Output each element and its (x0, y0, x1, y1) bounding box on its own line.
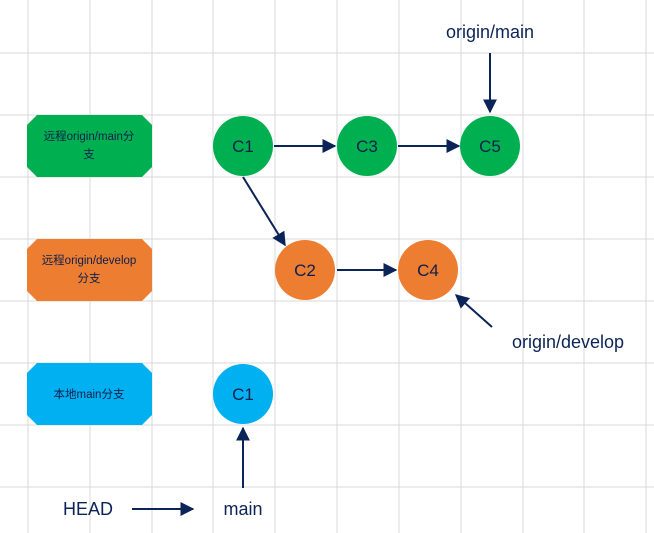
commit-node-remote-develop-c4: C4 (398, 240, 458, 300)
branch-box-remote-main: 远程origin/main分 支 (27, 115, 152, 177)
commit-label: C3 (356, 137, 378, 156)
branch-box-local-main: 本地main分支 (27, 363, 152, 425)
local-main-pointer-label: main (223, 499, 262, 519)
branch-box-remote-develop: 远程origin/develop 分支 (27, 239, 152, 301)
commit-node-remote-main-c5: C5 (460, 116, 520, 176)
commit-label: C1 (232, 137, 254, 156)
commit-node-remote-main-c1: C1 (213, 116, 273, 176)
arrow-c1-to-c2 (242, 176, 286, 247)
commit-node-remote-main-c3: C3 (337, 116, 397, 176)
commit-node-local-main-c1: C1 (213, 364, 273, 424)
branch-box-remote-develop-line2: 分支 (78, 272, 101, 285)
branch-box-remote-main-line1: 远程origin/main分 (44, 130, 135, 143)
branch-box-remote-main-line2: 支 (83, 148, 95, 161)
commit-label: C4 (417, 261, 439, 280)
origin-main-label: origin/main (446, 22, 534, 42)
commit-label: C1 (232, 385, 254, 404)
commit-label: C2 (294, 261, 316, 280)
head-label: HEAD (63, 499, 113, 519)
branch-box-remote-develop-line1: 远程origin/develop (42, 254, 137, 267)
branch-box-local-main-line1: 本地main分支 (54, 387, 125, 401)
commit-node-remote-develop-c2: C2 (275, 240, 335, 300)
arrow-origin-develop-to-c4 (454, 294, 493, 328)
commit-label: C5 (479, 137, 501, 156)
origin-develop-label: origin/develop (512, 332, 624, 352)
